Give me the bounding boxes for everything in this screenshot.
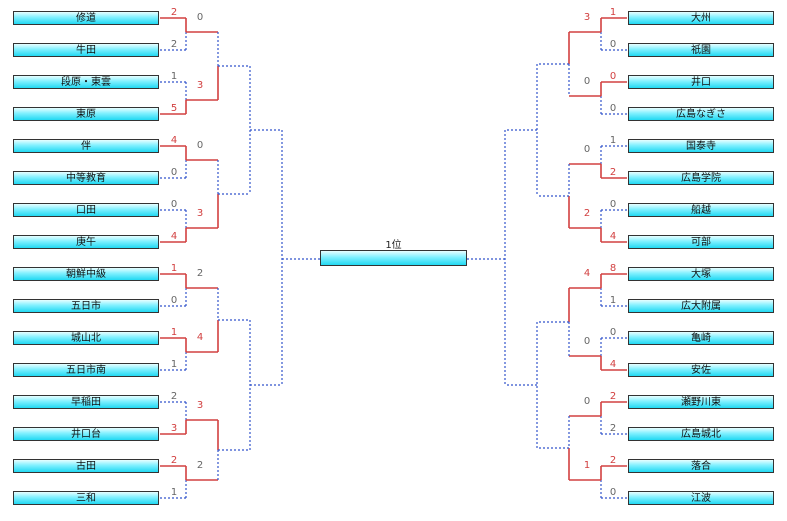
right-r2-score: 0 — [583, 144, 591, 155]
left-r2-score: 4 — [196, 332, 204, 343]
right-team-8[interactable]: 可部 — [628, 235, 774, 249]
left-r2-score: 3 — [196, 400, 204, 411]
right-r2-score: 0 — [583, 336, 591, 347]
left-team-10[interactable]: 五日市 — [13, 299, 159, 313]
left-r1-score: 4 — [170, 135, 178, 146]
left-r1-score: 0 — [170, 199, 178, 210]
right-team-3[interactable]: 井口 — [628, 75, 774, 89]
right-r1-score: 1 — [609, 295, 617, 306]
right-r2-score: 3 — [583, 12, 591, 23]
right-r1-score: 1 — [609, 135, 617, 146]
left-r2-score: 3 — [196, 80, 204, 91]
right-team-13[interactable]: 瀬野川東 — [628, 395, 774, 409]
right-r2-score: 0 — [583, 76, 591, 87]
final-label: 1位 — [385, 240, 402, 251]
right-r2-score: 2 — [583, 208, 591, 219]
left-r1-score: 2 — [170, 455, 178, 466]
right-team-2[interactable]: 祇園 — [628, 43, 774, 57]
left-r1-score: 1 — [170, 327, 178, 338]
right-r2-score: 1 — [583, 460, 591, 471]
left-r1-score: 1 — [170, 359, 178, 370]
right-r1-score: 2 — [609, 391, 617, 402]
left-team-12[interactable]: 五日市南 — [13, 363, 159, 377]
right-r1-score: 0 — [609, 39, 617, 50]
left-team-1[interactable]: 修道 — [13, 11, 159, 25]
left-team-13[interactable]: 早稲田 — [13, 395, 159, 409]
left-r2-score: 0 — [196, 12, 204, 23]
left-team-7[interactable]: 口田 — [13, 203, 159, 217]
right-r1-score: 0 — [609, 103, 617, 114]
left-r1-score: 4 — [170, 231, 178, 242]
right-team-9[interactable]: 大塚 — [628, 267, 774, 281]
right-r1-score: 0 — [609, 487, 617, 498]
left-team-15[interactable]: 古田 — [13, 459, 159, 473]
right-team-15[interactable]: 落合 — [628, 459, 774, 473]
left-team-2[interactable]: 牛田 — [13, 43, 159, 57]
left-r1-score: 1 — [170, 71, 178, 82]
left-r2-score: 3 — [196, 208, 204, 219]
left-r1-score: 1 — [170, 263, 178, 274]
left-r2-score: 2 — [196, 460, 204, 471]
left-r2-score: 0 — [196, 140, 204, 151]
right-team-12[interactable]: 安佐 — [628, 363, 774, 377]
right-r1-score: 4 — [609, 231, 617, 242]
right-team-6[interactable]: 広島学院 — [628, 171, 774, 185]
right-r1-score: 2 — [609, 455, 617, 466]
left-r1-score: 3 — [170, 423, 178, 434]
left-team-3[interactable]: 段原・東雲 — [13, 75, 159, 89]
left-team-9[interactable]: 朝鮮中級 — [13, 267, 159, 281]
right-team-4[interactable]: 広島なぎさ — [628, 107, 774, 121]
right-r2-score: 0 — [583, 396, 591, 407]
left-r1-score: 0 — [170, 167, 178, 178]
right-team-16[interactable]: 江波 — [628, 491, 774, 505]
right-team-5[interactable]: 国泰寺 — [628, 139, 774, 153]
left-r1-score: 2 — [170, 7, 178, 18]
right-r1-score: 0 — [609, 327, 617, 338]
final-slot — [320, 250, 467, 266]
right-team-11[interactable]: 亀崎 — [628, 331, 774, 345]
right-r1-score: 8 — [609, 263, 617, 274]
left-r2-score: 2 — [196, 268, 204, 279]
left-team-6[interactable]: 中等教育 — [13, 171, 159, 185]
right-r1-score: 1 — [609, 7, 617, 18]
right-r1-score: 4 — [609, 359, 617, 370]
right-r1-score: 0 — [609, 71, 617, 82]
right-team-10[interactable]: 広大附属 — [628, 299, 774, 313]
left-team-11[interactable]: 城山北 — [13, 331, 159, 345]
left-r1-score: 2 — [170, 391, 178, 402]
left-r1-score: 2 — [170, 39, 178, 50]
right-r2-score: 4 — [583, 268, 591, 279]
left-team-16[interactable]: 三和 — [13, 491, 159, 505]
left-r1-score: 1 — [170, 487, 178, 498]
right-team-7[interactable]: 船越 — [628, 203, 774, 217]
left-team-5[interactable]: 伴 — [13, 139, 159, 153]
right-team-14[interactable]: 広島城北 — [628, 427, 774, 441]
right-team-1[interactable]: 大州 — [628, 11, 774, 25]
right-r1-score: 2 — [609, 167, 617, 178]
right-r1-score: 2 — [609, 423, 617, 434]
left-team-14[interactable]: 井口台 — [13, 427, 159, 441]
left-team-4[interactable]: 東原 — [13, 107, 159, 121]
left-team-8[interactable]: 庚午 — [13, 235, 159, 249]
right-r1-score: 0 — [609, 199, 617, 210]
left-r1-score: 5 — [170, 103, 178, 114]
left-r1-score: 0 — [170, 295, 178, 306]
